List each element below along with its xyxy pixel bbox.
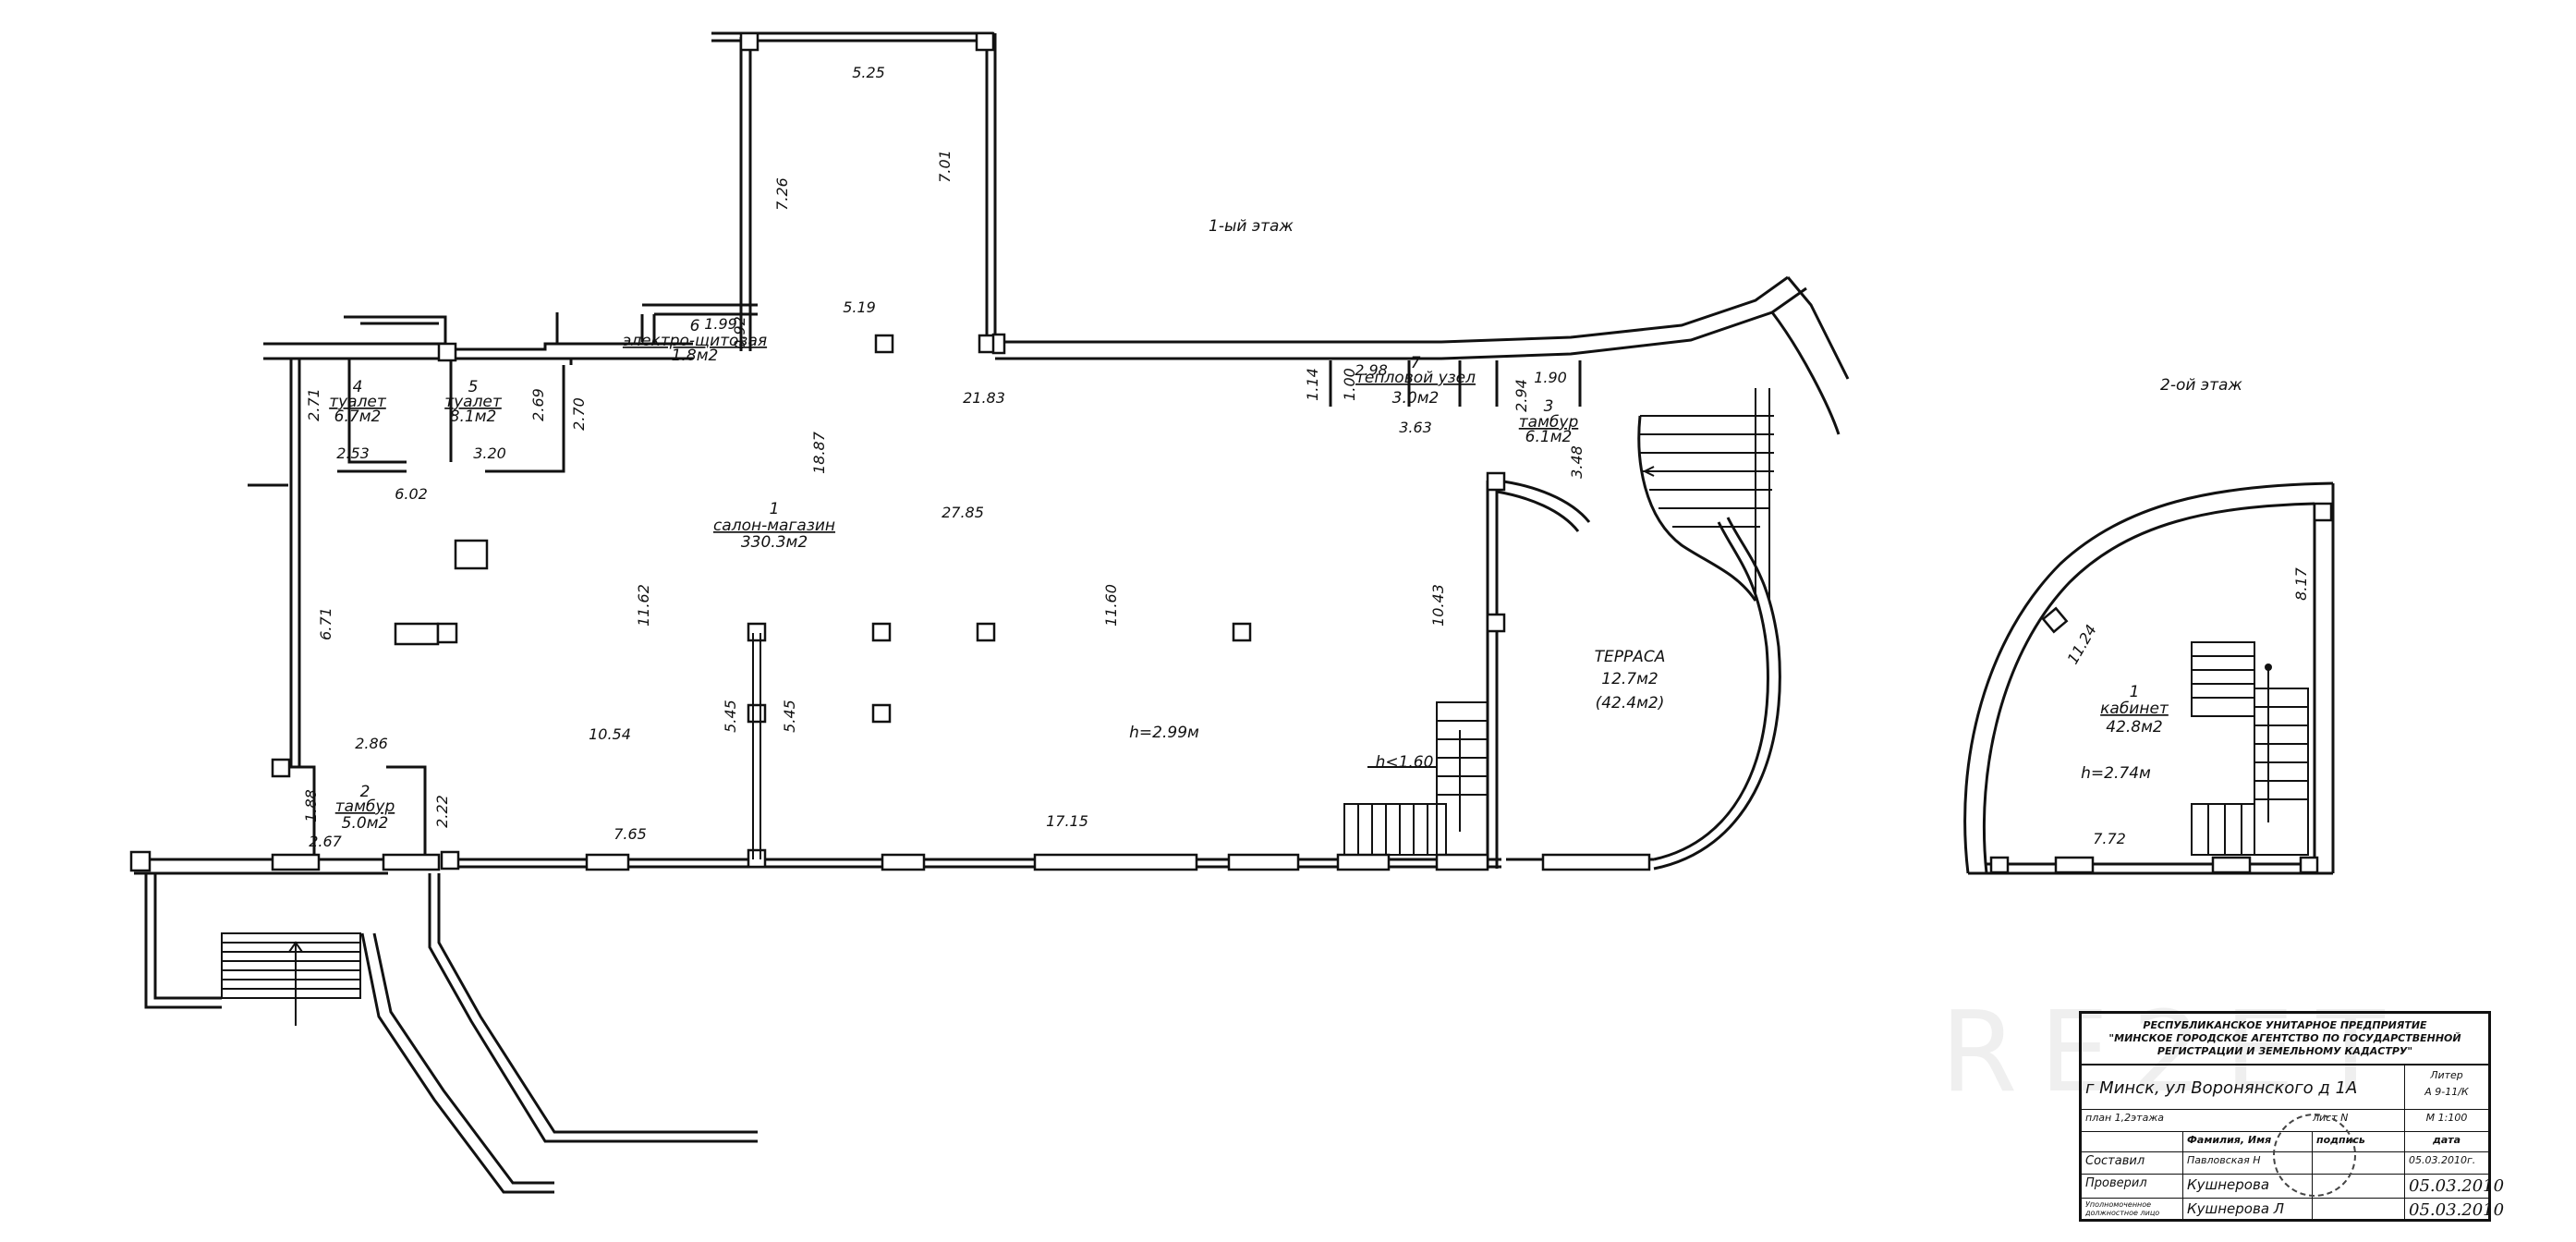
first-floor-label: 1-ый этаж [1209, 217, 1294, 236]
svg-text:1.88: 1.88 [302, 789, 320, 822]
watermark: RE2ET [1940, 989, 2407, 1117]
office-num: 1 [2130, 683, 2140, 701]
room-2-name: тамбур [335, 798, 395, 816]
svg-text:7.72: 7.72 [2093, 830, 2126, 847]
terrace-area-2: (42.4м2) [1596, 694, 1665, 712]
terrace-area: 12.7м2 [1601, 670, 1659, 688]
seal-stamp [2273, 1114, 2356, 1197]
room-1-name: салон-магазин [713, 517, 835, 535]
svg-text:27.85: 27.85 [942, 504, 984, 521]
svg-text:21.83: 21.83 [963, 389, 1005, 407]
svg-text:2.22: 2.22 [433, 795, 451, 828]
svg-text:11.24: 11.24 [2064, 622, 2100, 667]
windows [271, 333, 1651, 871]
svg-text:1.14: 1.14 [1304, 368, 1321, 401]
room-labels: 1 салон-магазин 330.3м2 2 тамбур 5.0м2 3… [329, 317, 2169, 833]
room-7-area: 3.0м2 [1392, 389, 1440, 408]
stairs [221, 388, 2309, 1026]
svg-text:10.43: 10.43 [1429, 584, 1447, 627]
svg-text:7.26: 7.26 [773, 177, 791, 211]
height-first-floor: h=2.99м [1129, 724, 1199, 742]
room-5-name: туалет [444, 393, 503, 411]
svg-text:2.53: 2.53 [336, 444, 370, 462]
second-floor-walls [1963, 481, 2335, 875]
org-line-2: "МИНСКОЕ ГОРОДСКОЕ АГЕНТСТВО ПО ГОСУДАРС… [2108, 1032, 2461, 1044]
svg-text:2.98: 2.98 [1355, 361, 1388, 379]
svg-text:11.62: 11.62 [635, 584, 652, 627]
svg-text:1.99: 1.99 [704, 315, 737, 333]
scale: М 1:100 [2425, 1112, 2468, 1124]
svg-text:6.71: 6.71 [317, 607, 334, 640]
svg-text:3.63: 3.63 [1399, 419, 1432, 436]
room-6-name: электро-щитовая [623, 332, 767, 350]
org-line-1: РЕСПУБЛИКАНСКОЕ УНИТАРНОЕ ПРЕДПРИЯТИЕ [2143, 1019, 2427, 1031]
svg-text:2.69: 2.69 [529, 388, 547, 421]
org-line-3: РЕГИСТРАЦИИ И ЗЕМЕЛЬНОМУ КАДАСТРУ" [2157, 1045, 2413, 1057]
svg-text:0.92: 0.92 [731, 316, 748, 349]
svg-text:7.65: 7.65 [614, 825, 647, 843]
svg-text:1.90: 1.90 [1534, 369, 1567, 386]
row-official: Уполномоченное должностное лицо Кушнеров… [2082, 1199, 2504, 1222]
svg-text:18.87: 18.87 [810, 431, 828, 474]
first-floor-walls [134, 31, 1850, 1194]
svg-text:5.25: 5.25 [852, 64, 885, 81]
room-3-num: 3 [1544, 397, 1554, 416]
entrance-stair [221, 932, 361, 1026]
svg-text:3.20: 3.20 [473, 444, 506, 462]
room-3-name: тамбур [1519, 413, 1579, 432]
svg-text:2.71: 2.71 [305, 388, 322, 421]
svg-text:7.01: 7.01 [936, 150, 954, 183]
address-row: г Минск, ул Воронянского д 1А Литер А 9-… [2082, 1065, 2488, 1110]
svg-text:2.94: 2.94 [1513, 379, 1530, 412]
room-2-num: 2 [360, 783, 371, 801]
title-block: РЕСПУБЛИКАНСКОЕ УНИТАРНОЕ ПРЕДПРИЯТИЕ "М… [2079, 1011, 2504, 1222]
room-5-num: 5 [468, 378, 479, 396]
height-second-floor: h=2.74м [2081, 764, 2151, 783]
room-7-name: тепловой узел [1355, 369, 1476, 387]
floor-labels: 1-ый этаж 2-ой этаж [1209, 217, 2242, 395]
organization: РЕСПУБЛИКАНСКОЕ УНИТАРНОЕ ПРЕДПРИЯТИЕ "М… [2082, 1014, 2488, 1065]
svg-text:5.45: 5.45 [781, 700, 798, 733]
svg-text:10.54: 10.54 [589, 725, 631, 743]
room-7-num: 7 [1411, 354, 1421, 372]
svg-text:5.19: 5.19 [843, 298, 876, 316]
interior-stair [1343, 701, 1488, 856]
room-4-num: 4 [353, 378, 363, 396]
room-3-area: 6.1м2 [1525, 428, 1573, 446]
office-name: кабинет [2100, 700, 2169, 718]
address: г Минск, ул Воронянского д 1А [2082, 1065, 2405, 1109]
room-6-area: 1.8м2 [672, 347, 719, 365]
svg-text:11.60: 11.60 [1102, 584, 1120, 627]
svg-text:6.02: 6.02 [395, 485, 428, 503]
svg-text:2.67: 2.67 [309, 833, 342, 850]
plan-label: план 1,2этажа лист N [2082, 1110, 2405, 1131]
svg-text:2.70: 2.70 [570, 397, 588, 431]
row-checked: Проверил Кушнерова 05.03.2010 [2082, 1175, 2504, 1199]
liter: Литер А 9-11/К [2424, 1069, 2469, 1098]
office-stair [2191, 641, 2309, 856]
terrace-name: ТЕРРАСА [1595, 648, 1666, 666]
room-4-name: туалет [329, 393, 387, 411]
svg-text:17.15: 17.15 [1046, 812, 1088, 830]
room-2-area: 5.0м2 [342, 814, 389, 833]
svg-text:1.00: 1.00 [1341, 368, 1358, 401]
room-1-num: 1 [770, 500, 780, 518]
svg-text:2.86: 2.86 [355, 735, 388, 752]
room-6-num: 6 [690, 317, 700, 335]
office-area: 42.8м2 [2106, 718, 2163, 737]
second-floor-label: 2-ой этаж [2160, 376, 2242, 395]
room-4-area: 6.7м2 [334, 408, 382, 426]
svg-text:3.48: 3.48 [1568, 445, 1586, 479]
dimensions: 5.25 7.01 7.26 5.19 21.83 18.87 27.85 11… [302, 64, 2310, 850]
room-1-area: 330.3м2 [741, 533, 808, 552]
curved-stair [1640, 388, 1774, 601]
svg-text:5.45: 5.45 [722, 700, 739, 733]
room-5-area: 8.1м2 [450, 408, 497, 426]
height-stair: h<1.60 [1376, 753, 1434, 772]
svg-text:8.17: 8.17 [2292, 566, 2310, 600]
columns [129, 31, 1506, 872]
